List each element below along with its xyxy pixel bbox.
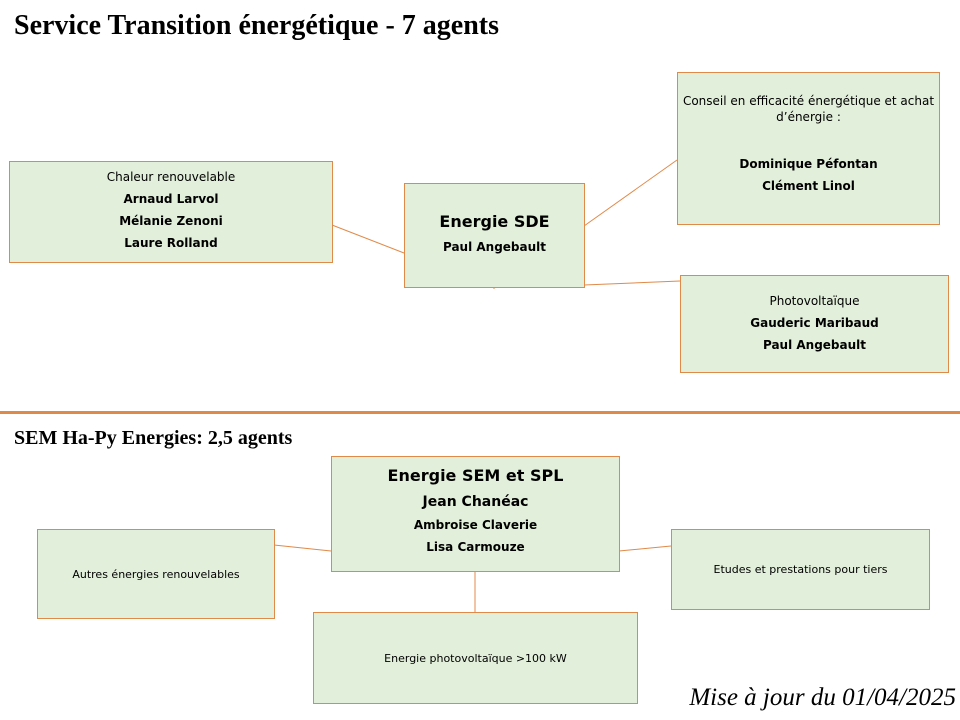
member-name: Paul Angebault: [762, 338, 867, 352]
box-title: Energie SEM et SPL: [387, 466, 564, 485]
section-2-title: SEM Ha-Py Energies: 2,5 agents: [14, 427, 293, 449]
renewable-heat-box: Chaleur renouvelable Arnaud Larvol Mélan…: [9, 161, 333, 263]
energie-sde-box: Energie SDE Paul Angebault: [404, 183, 585, 288]
member-name: Arnaud Larvol: [123, 192, 219, 206]
connector-line: [331, 224, 405, 254]
energy-efficiency-box: Conseil en efficacité énergétique et ach…: [677, 72, 940, 225]
energie-sem-spl-box: Energie SEM et SPL Jean Chanéac Ambroise…: [331, 456, 620, 572]
box-label: Chaleur renouvelable: [106, 170, 236, 184]
other-renewables-box: Autres énergies renouvelables: [37, 529, 275, 619]
member-name: Paul Angebault: [442, 240, 547, 254]
connector-line: [583, 280, 681, 286]
member-name: Dominique Péfontan: [739, 157, 878, 171]
connector-line: [583, 159, 678, 227]
member-name: Gauderic Maribaud: [750, 316, 879, 330]
box-label: Photovoltaïque: [769, 294, 860, 308]
update-date: Mise à jour du 01/04/2025: [689, 684, 956, 711]
photovoltaic-box: Photovoltaïque Gauderic Maribaud Paul An…: [680, 275, 949, 373]
member-name: Ambroise Claverie: [413, 518, 538, 532]
box-title: Energie SDE: [439, 212, 550, 231]
member-name: Lisa Carmouze: [426, 540, 525, 554]
member-name: Mélanie Zenoni: [119, 214, 223, 228]
large-photovoltaic-box: Energie photovoltaïque >100 kW: [313, 612, 638, 704]
connector-line: [618, 545, 672, 552]
box-label: Energie photovoltaïque >100 kW: [384, 651, 567, 665]
member-name: Laure Rolland: [124, 236, 218, 250]
box-label: Etudes et prestations pour tiers: [713, 563, 888, 576]
connector-line: [273, 544, 332, 552]
lead-name: Jean Chanéac: [422, 494, 529, 510]
section-divider: [0, 411, 960, 414]
studies-services-box: Etudes et prestations pour tiers: [671, 529, 930, 610]
box-label: Conseil en efficacité énergétique et ach…: [682, 94, 935, 124]
section-1-title: Service Transition énergétique - 7 agent…: [14, 10, 500, 41]
box-label: Autres énergies renouvelables: [72, 567, 240, 581]
member-name: Clément Linol: [762, 179, 855, 193]
